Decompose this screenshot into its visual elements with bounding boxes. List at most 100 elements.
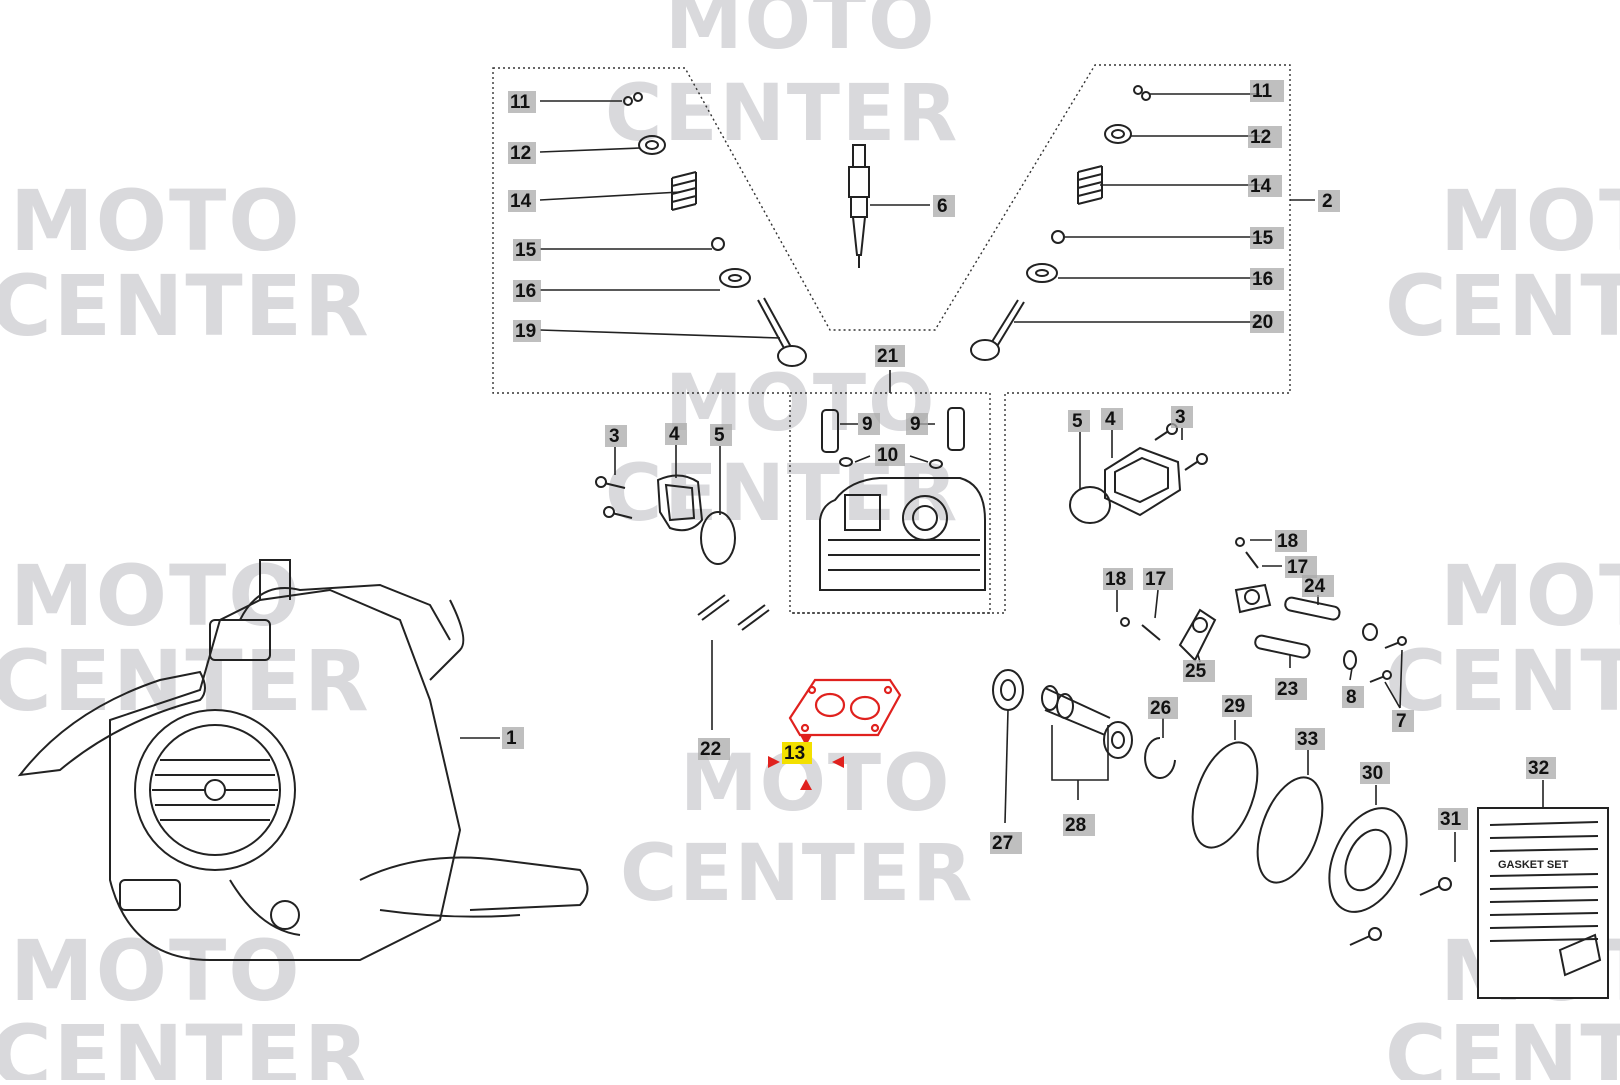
callout-33[interactable]: 33 [1295, 728, 1325, 750]
callout-22[interactable]: 22 [698, 738, 730, 760]
callout-3[interactable]: 3 [605, 425, 627, 447]
watermark-center: CENTER [1385, 1007, 1620, 1080]
callout-4[interactable]: 4 [1101, 408, 1123, 430]
callout-28[interactable]: 28 [1063, 814, 1095, 836]
callout-9[interactable]: 9 [858, 413, 880, 435]
callout-10[interactable]: 10 [875, 444, 905, 466]
watermark-moto: MOTO [665, 359, 936, 449]
bolt-icon [1369, 670, 1392, 683]
callout-24[interactable]: 24 [1302, 575, 1334, 597]
watermark-center: CENTER [1385, 632, 1620, 730]
callout-label: 9 [910, 414, 921, 435]
inspection-cover-right [1069, 423, 1208, 524]
callout-30[interactable]: 30 [1360, 762, 1390, 784]
callout-20[interactable]: 20 [1250, 311, 1284, 333]
callout-32[interactable]: 32 [1526, 757, 1556, 779]
camshaft-cover-icon [1328, 807, 1408, 913]
circlip-icon [1144, 737, 1176, 779]
bolt-icon [603, 506, 633, 519]
callout-label: 16 [515, 281, 536, 302]
callout-label: 6 [937, 196, 948, 217]
callout-17[interactable]: 17 [1285, 556, 1317, 578]
o-ring-icon [700, 511, 736, 565]
callout-label: 29 [1224, 696, 1245, 717]
callout-2[interactable]: 2 [1318, 190, 1340, 212]
watermark-logo: MOTO CENTER [605, 359, 957, 539]
small-bolt-icon [1120, 617, 1161, 641]
callout-31[interactable]: 31 [1438, 808, 1468, 830]
rocker-shaft-icon [1254, 634, 1311, 659]
stem-seal-icon [1051, 230, 1065, 244]
marker-arrow-left [768, 756, 780, 768]
callout-3[interactable]: 3 [1171, 406, 1193, 428]
callout-label: 15 [515, 240, 537, 261]
callout-11[interactable]: 11 [1250, 80, 1284, 102]
callout-label: 1 [506, 728, 517, 749]
callout-11[interactable]: 11 [508, 91, 536, 113]
callout-16[interactable]: 16 [513, 280, 541, 302]
stem-seal-icon [711, 237, 725, 251]
callout-label: 16 [1252, 269, 1273, 290]
callout-19[interactable]: 19 [513, 320, 541, 342]
valve-spring-icon [671, 171, 697, 211]
callout-labels[interactable]: 11 12 14 15 16 19 6 11 12 14 2 15 16 20 … [502, 80, 1556, 854]
callout-8[interactable]: 8 [1342, 686, 1364, 708]
watermark-logo: MOTO CENTER [0, 922, 369, 1085]
watermark-center: CENTER [620, 829, 974, 919]
callout-label: 12 [510, 143, 531, 164]
marker-arrow-right [832, 756, 844, 768]
callout-18[interactable]: 18 [1275, 530, 1307, 552]
callout-17[interactable]: 17 [1143, 568, 1173, 590]
callout-1[interactable]: 1 [502, 727, 524, 749]
callout-7[interactable]: 7 [1392, 710, 1414, 732]
watermark-logo: MOTO CENTER [1385, 547, 1620, 730]
callout-15[interactable]: 15 [1250, 227, 1284, 249]
callout-29[interactable]: 29 [1222, 695, 1252, 717]
watermark-center: CENTER [1385, 257, 1620, 355]
callout-13-selected[interactable]: 13 [782, 742, 812, 764]
watermark-moto: MOTO [10, 547, 302, 645]
callout-label: 19 [515, 321, 536, 342]
bolt-icon [1419, 877, 1452, 896]
callout-21[interactable]: 21 [875, 345, 905, 367]
callout-18[interactable]: 18 [1103, 568, 1133, 590]
callout-14[interactable]: 14 [508, 190, 536, 212]
callout-label: 20 [1252, 312, 1273, 333]
o-ring-icon [1069, 486, 1111, 524]
callout-5[interactable]: 5 [1068, 410, 1090, 432]
callout-9[interactable]: 9 [906, 413, 928, 435]
callout-25[interactable]: 25 [1183, 660, 1215, 682]
callout-15[interactable]: 15 [513, 239, 541, 261]
callout-27[interactable]: 27 [990, 832, 1022, 854]
callout-label: 14 [510, 191, 532, 212]
bolt-icon [595, 476, 626, 489]
cotter-icon [1133, 85, 1151, 101]
bolt-icon [1384, 636, 1407, 649]
callout-23[interactable]: 23 [1275, 678, 1307, 700]
bearing-icon [1103, 721, 1133, 759]
callout-label: 5 [1072, 411, 1083, 432]
callout-12[interactable]: 12 [1248, 126, 1282, 148]
watermark-logo: MOTO CENTER [605, 0, 957, 159]
callout-4[interactable]: 4 [665, 423, 687, 445]
camshaft-icon [1041, 685, 1111, 736]
callout-label: 30 [1362, 763, 1383, 784]
exhaust-valve-icon [970, 299, 1025, 361]
callout-12[interactable]: 12 [508, 142, 536, 164]
callout-16[interactable]: 16 [1250, 268, 1284, 290]
rocker-arm-icon [1178, 608, 1217, 662]
watermark-logo: MOTO CENTER [620, 739, 974, 919]
callout-14[interactable]: 14 [1248, 175, 1282, 197]
callout-26[interactable]: 26 [1148, 697, 1178, 719]
cotter-icon [623, 92, 643, 106]
intake-valve-icon [757, 297, 807, 367]
washer-icon [1343, 650, 1357, 670]
valve-train-right [970, 85, 1151, 361]
callout-5[interactable]: 5 [710, 424, 732, 446]
callout-label: 33 [1297, 729, 1318, 750]
bolt-icon [1349, 927, 1382, 946]
cylinder-head-icon [819, 407, 986, 591]
callout-label: 4 [1105, 409, 1116, 430]
watermark-moto: MOTO [665, 0, 936, 67]
callout-6[interactable]: 6 [933, 195, 955, 217]
